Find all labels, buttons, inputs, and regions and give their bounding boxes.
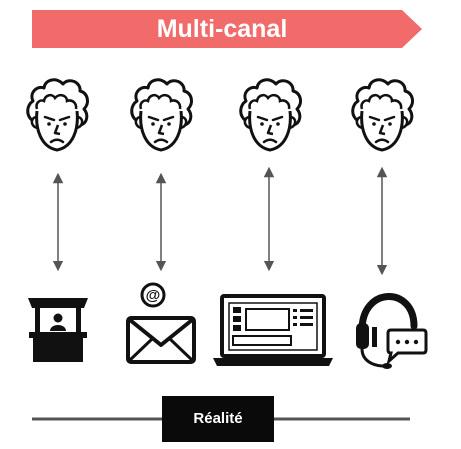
kiosk-icon [28, 298, 88, 362]
person-face-icon [130, 78, 193, 152]
email-icon: @ [126, 282, 196, 364]
reality-label: Réalité [162, 396, 274, 442]
headset-support-icon [356, 293, 428, 369]
header-banner [32, 10, 422, 48]
header-title: Multi-canal [156, 15, 288, 43]
person-face-icon [351, 78, 414, 152]
laptop-icon [213, 294, 333, 366]
person-face-icon [239, 78, 302, 152]
svg-text:@: @ [146, 287, 161, 304]
person-face-icon [26, 78, 89, 152]
